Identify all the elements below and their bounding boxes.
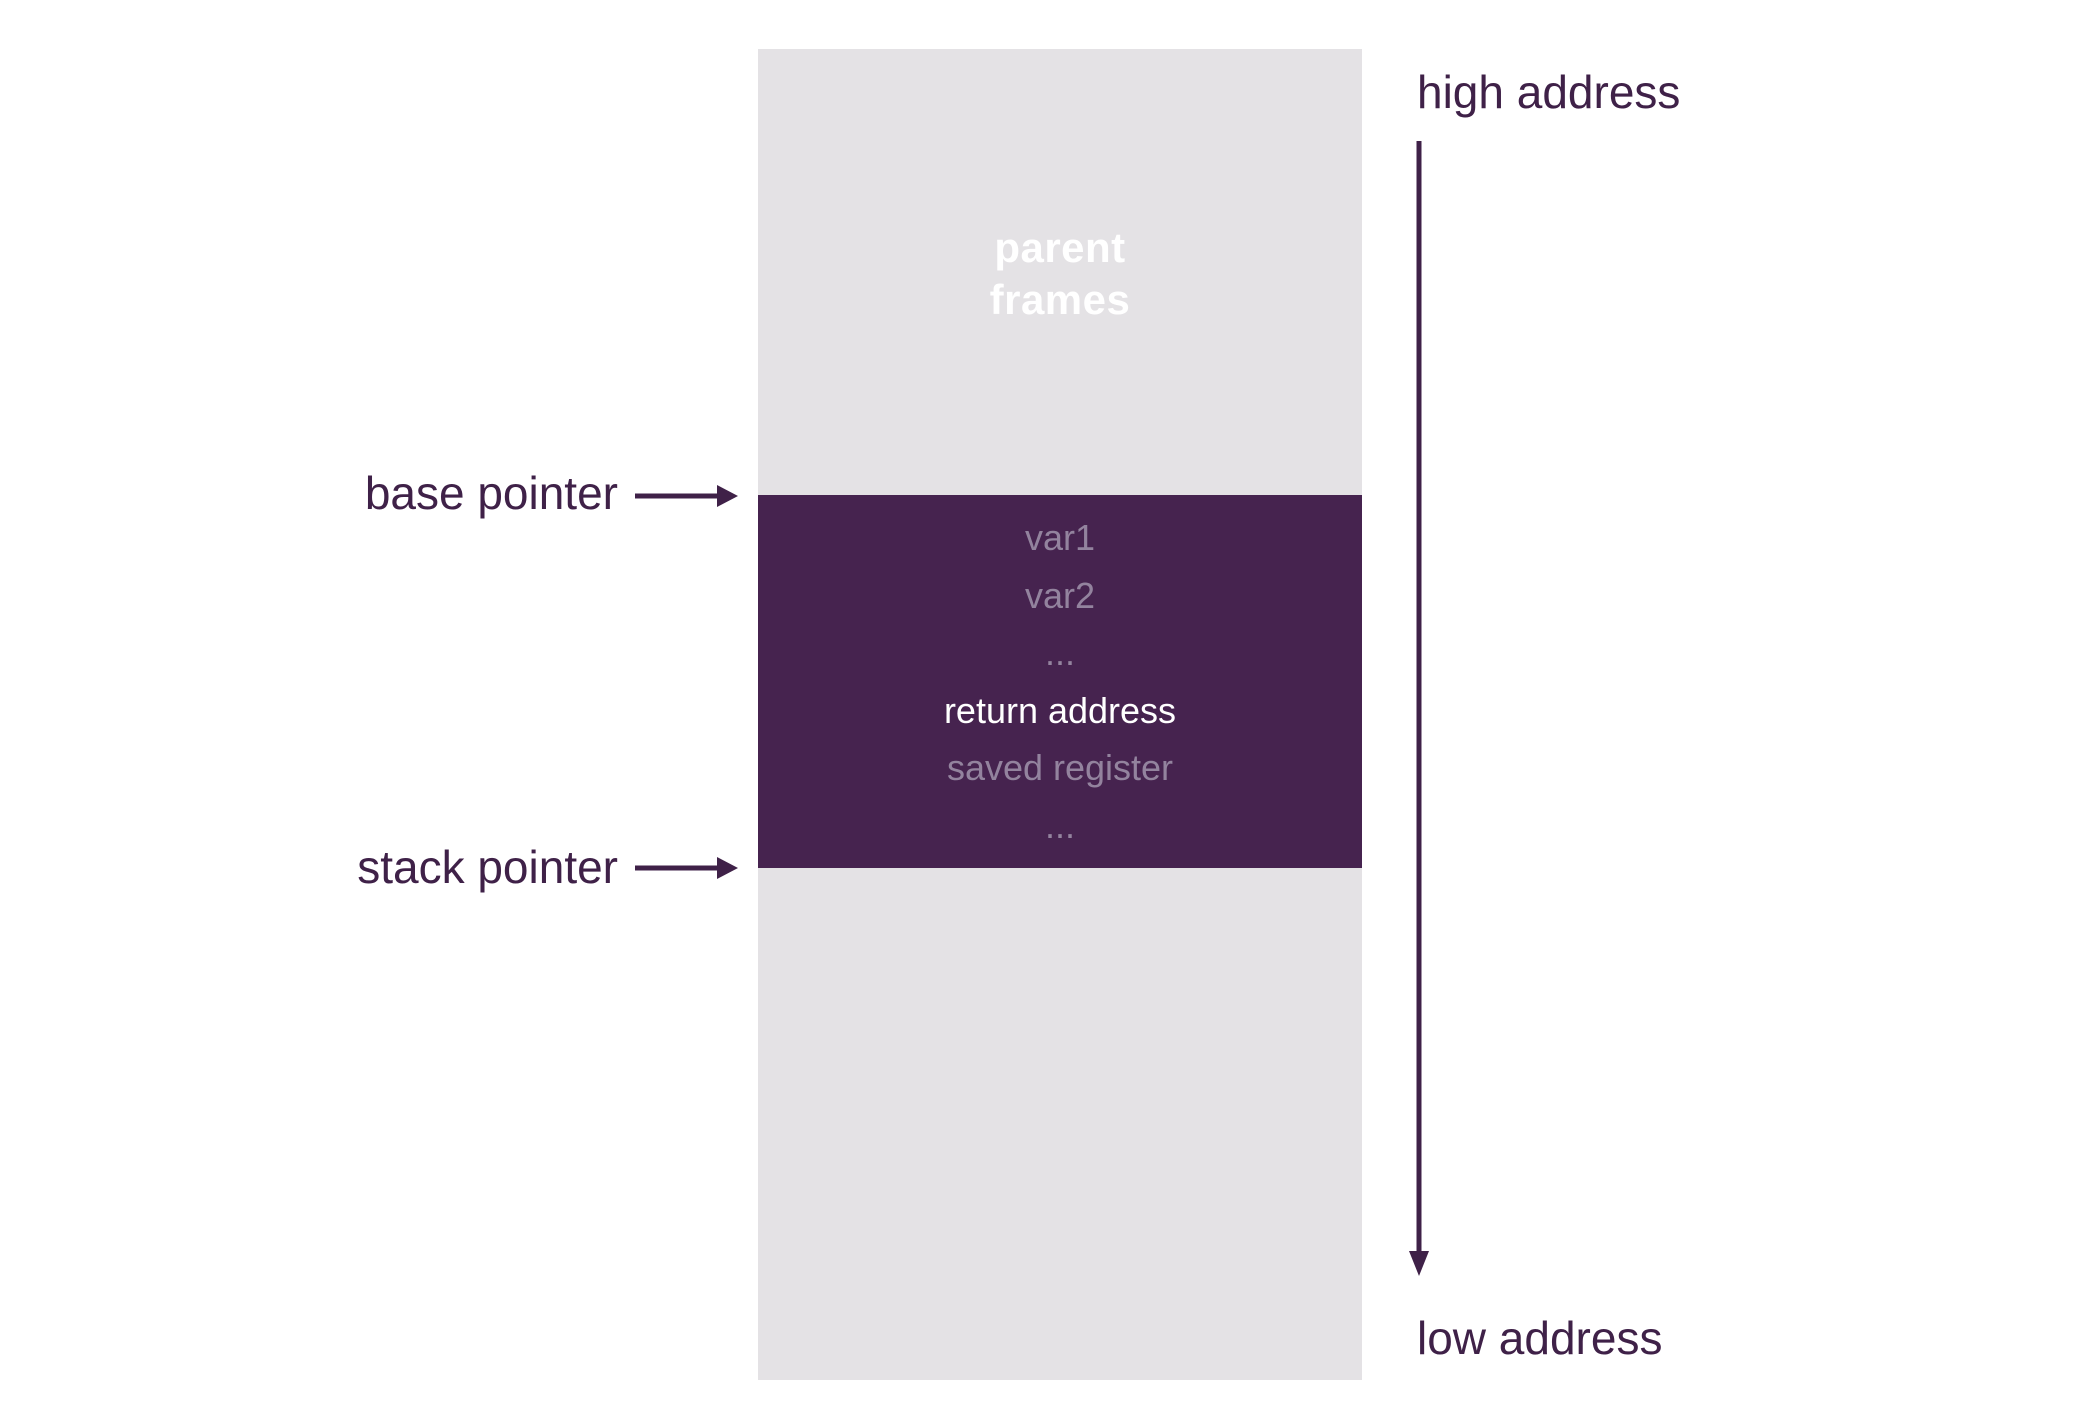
high-address-label: high address bbox=[1417, 66, 1681, 118]
frame-row-ellipsis-bottom: ... bbox=[1044, 804, 1075, 846]
memory-column: parent frames var1 var2 ... return addre… bbox=[758, 49, 1362, 1380]
frame-row-ellipsis-top: ... bbox=[1044, 632, 1075, 673]
parent-frames-line1: parent bbox=[994, 224, 1126, 271]
low-address-label: low address bbox=[1417, 1312, 1663, 1364]
base-pointer-label: base pointer bbox=[364, 467, 618, 519]
parent-frames-region: parent frames bbox=[758, 222, 1362, 326]
address-direction-arrow-icon bbox=[1405, 139, 1433, 1277]
frame-row-var1: var1 bbox=[1024, 517, 1096, 558]
parent-frames-line2: frames bbox=[989, 276, 1131, 323]
frame-row-saved-register: saved register bbox=[946, 747, 1174, 788]
stack-pointer-label: stack pointer bbox=[357, 841, 618, 893]
current-stack-frame: var1 var2 ... return address saved regis… bbox=[758, 495, 1362, 868]
frame-row-return-address: return address bbox=[943, 689, 1177, 731]
base-pointer-arrow-icon bbox=[633, 483, 739, 509]
stack-pointer-arrow-icon bbox=[633, 855, 739, 881]
frame-row-var2: var2 bbox=[1024, 574, 1096, 616]
